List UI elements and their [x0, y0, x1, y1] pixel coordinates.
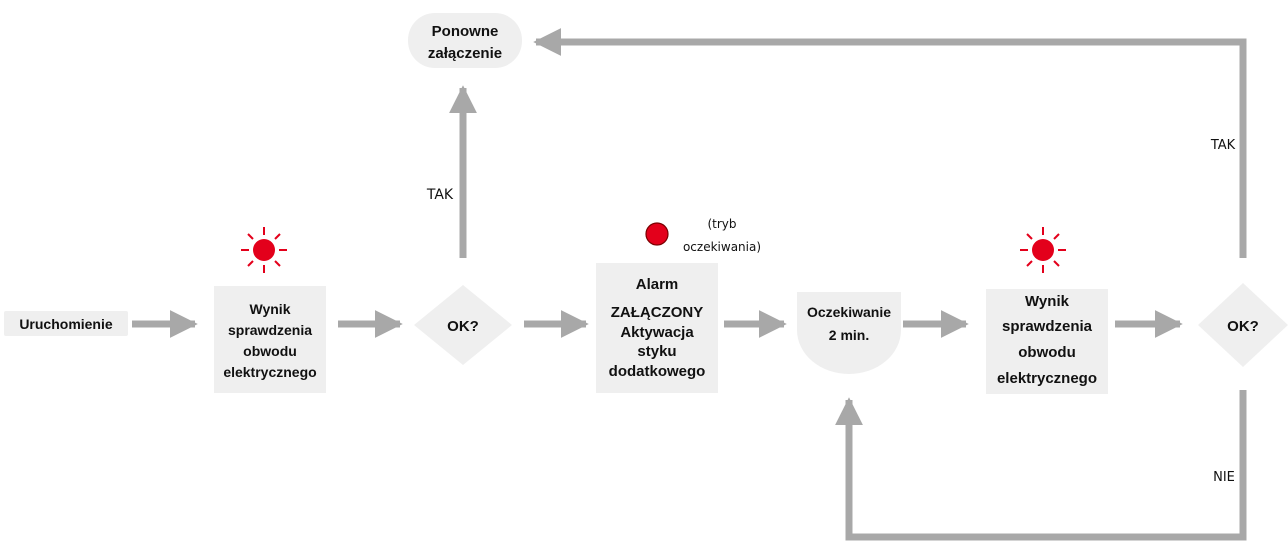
wait-line-2: 2 min.	[829, 327, 869, 343]
decision1-diamond: OK?	[414, 285, 512, 365]
alarm-line-2: ZAŁĄCZONY	[611, 304, 704, 321]
no-label: NIE	[1213, 470, 1235, 485]
alarm-box: Alarm ZAŁĄCZONY Aktywacja styku dodatkow…	[596, 263, 718, 393]
check2-line-1: Wynik	[1025, 293, 1070, 310]
wait-line-1: Oczekiwanie	[807, 304, 891, 320]
check1-box: Wynik sprawdzenia obwodu elektrycznego	[214, 286, 326, 393]
start-node: Uruchomienie	[4, 311, 128, 336]
decision2-label: OK?	[1227, 318, 1259, 335]
arrows	[132, 27, 1247, 541]
wait-node: Oczekiwanie 2 min.	[797, 292, 901, 374]
restart-node: Ponowne załączenie	[408, 13, 522, 68]
arrow-decision2-no-to-wait	[835, 390, 1247, 541]
start-label: Uruchomienie	[19, 316, 113, 332]
standby-line-1: (tryb	[707, 217, 736, 231]
check1-line-4: elektrycznego	[223, 364, 316, 380]
yes1-label: TAK	[426, 187, 454, 203]
blinking-red-light-icon	[1020, 227, 1066, 273]
check1-line-3: obwodu	[243, 343, 297, 359]
check2-line-2: sprawdzenia	[1002, 318, 1093, 335]
check1-line-2: sprawdzenia	[228, 322, 312, 338]
alarm-line-1: Alarm	[636, 276, 679, 293]
alarm-line-3: Aktywacja	[620, 324, 694, 341]
check2-line-3: obwodu	[1018, 344, 1075, 361]
check2-box: Wynik sprawdzenia obwodu elektrycznego	[986, 289, 1108, 394]
standby-line-2: oczekiwania)	[683, 240, 761, 254]
yes2-label: TAK	[1210, 138, 1236, 153]
restart-line-2: załączenie	[428, 45, 502, 62]
check1-line-1: Wynik	[250, 301, 291, 317]
red-dot-icon	[645, 222, 669, 246]
restart-line-1: Ponowne	[432, 23, 499, 40]
decision1-label: OK?	[447, 318, 479, 335]
alarm-line-4: styku	[637, 343, 676, 360]
arrow-decision2-yes-to-restart	[533, 27, 1247, 258]
blinking-red-light-icon	[241, 227, 287, 273]
decision2-diamond: OK?	[1198, 283, 1288, 367]
alarm-line-5: dodatkowego	[609, 363, 706, 380]
check2-line-4: elektrycznego	[997, 370, 1097, 387]
